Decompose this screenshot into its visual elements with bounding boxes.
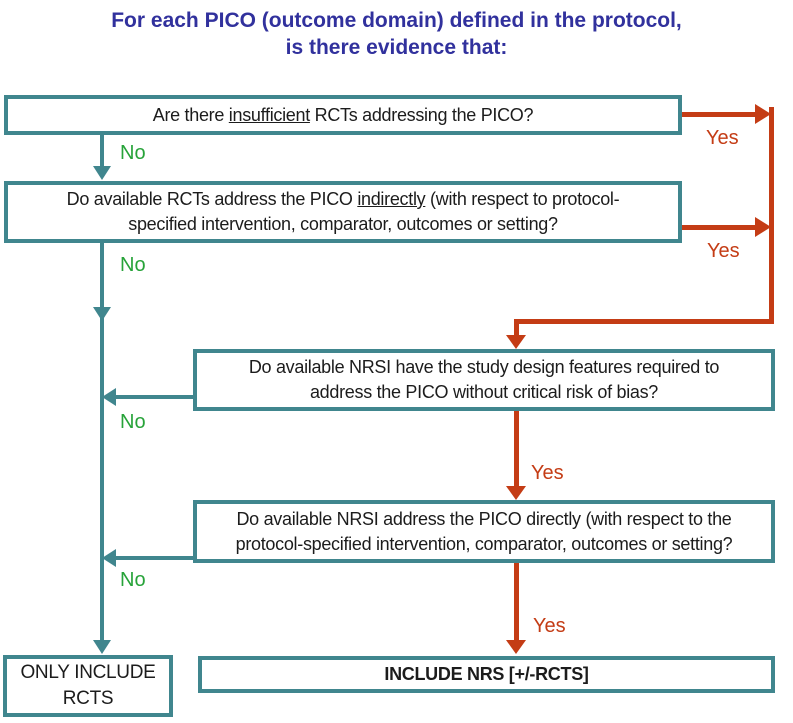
page-title: For each PICO (outcome domain) defined i… — [0, 7, 793, 61]
label-yes-box2: Yes — [707, 240, 740, 262]
yes-connector-into-box3 — [514, 322, 519, 337]
arrowhead-left-icon — [102, 388, 116, 406]
arrowhead-down-icon — [93, 166, 111, 180]
box-only-include-rcts-line1: ONLY INCLUDE — [20, 662, 156, 683]
box-nrsi-design-line2: address the PICO without critical risk o… — [309, 382, 659, 402]
label-yes-box4: Yes — [533, 615, 566, 637]
arrowhead-down-icon — [506, 486, 526, 500]
box-nrsi-design: Do available NRSI have the study design … — [193, 349, 775, 411]
box-insufficient-rcts-text: Are there insufficient RCTs addressing t… — [152, 104, 534, 125]
yes-connector-box3-box4 — [514, 411, 519, 487]
box-rcts-indirect: Do available RCTs address the PICO indir… — [4, 181, 682, 243]
title-line1: For each PICO (outcome domain) defined i… — [111, 9, 682, 32]
yes-connector-elbow-horizontal — [514, 319, 774, 324]
box-nrsi-direct-line1: Do available NRSI address the PICO direc… — [236, 508, 732, 529]
label-yes-box1: Yes — [706, 127, 739, 149]
box-include-nrs: INCLUDE NRS [+/-RCTS] — [198, 656, 775, 693]
arrowhead-down-icon — [93, 640, 111, 654]
box-include-nrs-label: INCLUDE NRS [+/-RCTS] — [384, 664, 589, 684]
box-nrsi-direct: Do available NRSI address the PICO direc… — [193, 500, 775, 563]
arrowhead-down-icon — [506, 640, 526, 654]
box-nrsi-design-line1: Do available NRSI have the study design … — [248, 357, 720, 377]
arrowhead-down-icon — [506, 335, 526, 349]
arrowhead-right-icon — [755, 104, 771, 124]
no-connector-box3 — [114, 395, 193, 399]
box-nrsi-direct-line2: protocol-specified intervention, compara… — [235, 533, 733, 554]
box-insufficient-rcts: Are there insufficient RCTs addressing t… — [4, 95, 682, 135]
title-line2: is there evidence that: — [285, 36, 508, 59]
arrowhead-right-icon — [755, 217, 771, 237]
arrowhead-left-icon — [102, 549, 116, 567]
box-only-include-rcts: ONLY INCLUDE RCTS — [3, 655, 173, 717]
no-connector-main-vertical — [100, 243, 104, 643]
box-rcts-indirect-line2: specified intervention, comparator, outc… — [128, 214, 558, 234]
label-no-box2: No — [120, 254, 146, 276]
yes-connector-box2 — [682, 225, 756, 230]
no-connector-box4 — [114, 556, 193, 560]
box-rcts-indirect-line1: Do available RCTs address the PICO indir… — [66, 189, 620, 209]
yes-connector-box1 — [682, 112, 756, 117]
arrowhead-down-icon — [93, 307, 111, 321]
label-no-box3: No — [120, 411, 146, 433]
label-no-box4: No — [120, 569, 146, 591]
box-only-include-rcts-line2: RCTS — [62, 688, 114, 709]
no-connector-box1-box2 — [100, 135, 104, 171]
yes-connector-right-vertical — [769, 107, 774, 324]
label-no-box1: No — [120, 142, 146, 164]
label-yes-box3: Yes — [531, 462, 564, 484]
yes-connector-box4-nrs — [514, 563, 519, 641]
